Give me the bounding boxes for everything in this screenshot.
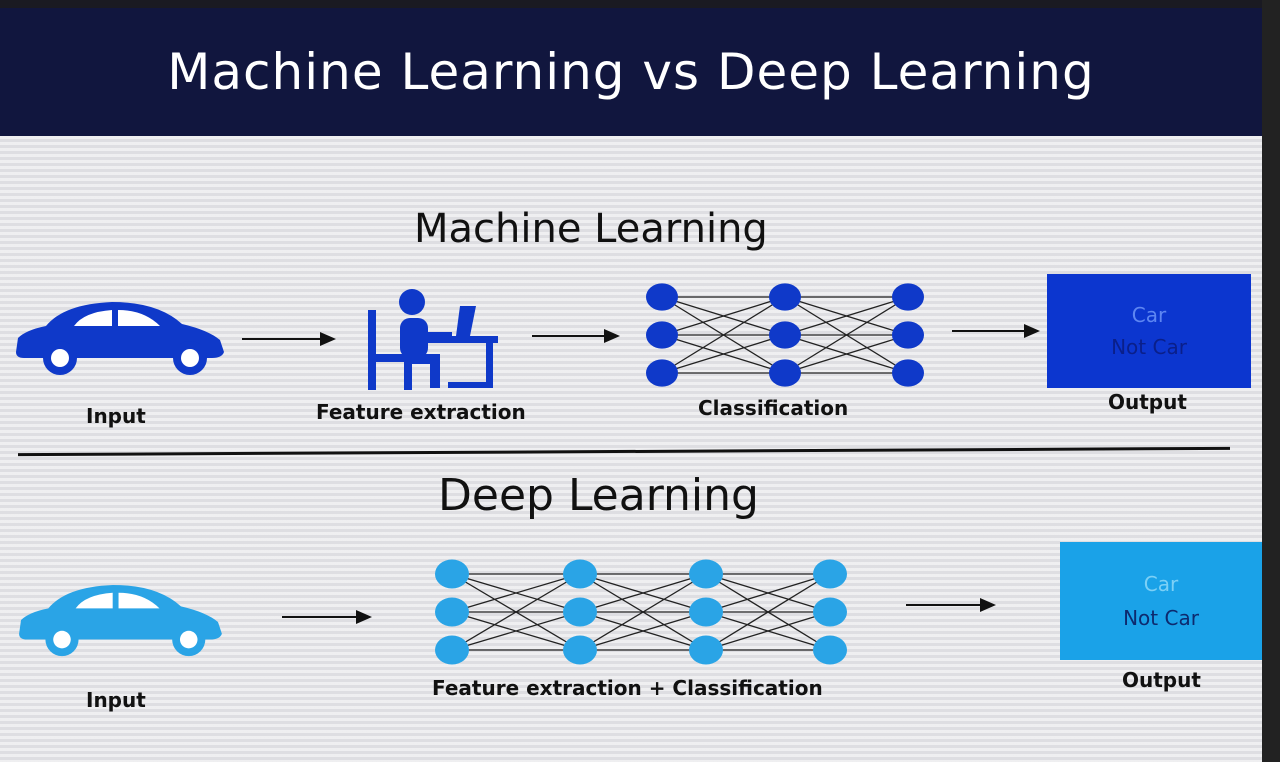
ml-output-option-not-car: Not Car	[1111, 335, 1187, 359]
ml-network-node	[769, 321, 801, 349]
screen-edge	[1262, 0, 1280, 762]
dl-network-connection	[451, 573, 581, 651]
dl-network-connection	[705, 573, 831, 613]
dl-section-title: Deep Learning	[438, 470, 759, 521]
ml-network-connection	[661, 296, 786, 374]
dl-network-node	[813, 559, 847, 589]
ml-section-title: Machine Learning	[414, 206, 768, 252]
dl-input-label: Input	[86, 688, 146, 712]
ml-network-node	[646, 283, 678, 311]
dl-network-node	[435, 559, 469, 589]
dl-network-node	[563, 597, 597, 627]
dl-network-node	[435, 597, 469, 627]
dl-network-node	[813, 597, 847, 627]
ml-output-option-car: Car	[1131, 303, 1167, 327]
ml-network-node	[892, 359, 924, 387]
dl-network-node	[813, 635, 847, 665]
dl-network-node	[563, 635, 597, 665]
ml-network-connection	[661, 296, 786, 336]
ml-output-label: Output	[1108, 390, 1187, 414]
arrow-right-icon	[242, 332, 336, 346]
arrow-right-icon	[532, 329, 620, 343]
person-at-computer-icon	[368, 289, 498, 390]
ml-neural-network-diagram	[646, 283, 924, 387]
ml-feature-extraction-label: Feature extraction	[316, 400, 526, 424]
ml-network-connection	[784, 334, 909, 374]
dl-network-connection	[579, 573, 707, 651]
dl-network-node	[689, 559, 723, 589]
dl-output-box: Car Not Car	[1060, 542, 1262, 660]
ml-input-label: Input	[86, 404, 146, 428]
dl-network-node	[689, 635, 723, 665]
dl-output-option-not-car: Not Car	[1123, 606, 1199, 630]
arrow-right-icon	[282, 610, 372, 624]
arrow-right-icon	[952, 324, 1040, 338]
ml-network-node	[646, 321, 678, 349]
ml-network-node	[892, 321, 924, 349]
dl-network-connection	[705, 611, 831, 651]
dl-network-connection	[451, 611, 581, 651]
ml-network-node	[892, 283, 924, 311]
dl-network-connection	[579, 573, 707, 613]
dl-network-node	[563, 559, 597, 589]
dl-network-connection	[579, 611, 707, 651]
car-icon	[19, 584, 222, 657]
dl-output-option-car: Car	[1143, 572, 1179, 596]
arrow-right-icon	[906, 598, 996, 612]
ml-network-connection	[784, 296, 909, 374]
ml-classification-label: Classification	[698, 396, 849, 420]
dl-network-connection	[451, 573, 581, 613]
dl-combined-label: Feature extraction + Classification	[432, 676, 823, 700]
ml-network-node	[646, 359, 678, 387]
ml-network-node	[769, 359, 801, 387]
dl-network-node	[435, 635, 469, 665]
dl-output-label: Output	[1122, 668, 1201, 692]
dl-neural-network-diagram	[435, 559, 847, 665]
car-icon	[16, 302, 224, 375]
ml-output-box: Car Not Car	[1047, 274, 1251, 388]
dl-network-connection	[705, 573, 831, 651]
ml-network-connection	[661, 334, 786, 374]
ml-network-connection	[784, 296, 909, 336]
slide-title: Machine Learning vs Deep Learning	[0, 8, 1262, 136]
ml-network-node	[769, 283, 801, 311]
dl-network-node	[689, 597, 723, 627]
